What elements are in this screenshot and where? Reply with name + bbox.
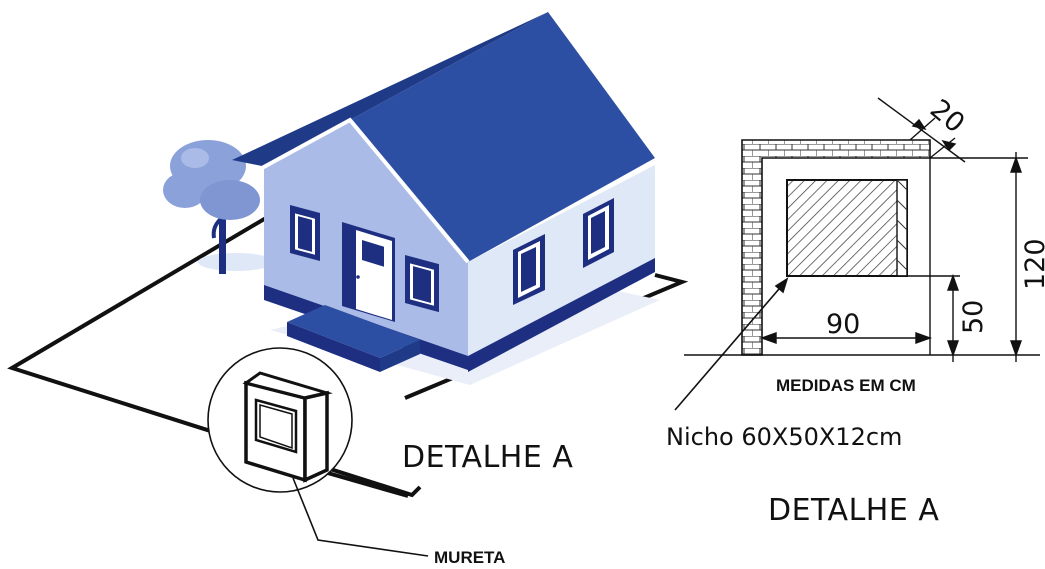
nicho-leader bbox=[674, 277, 789, 411]
dim-90-label: 90 bbox=[826, 309, 860, 340]
dim-20 bbox=[877, 97, 966, 163]
medidas-label: MEDIDAS EM CM bbox=[776, 376, 916, 395]
mureta-label: MURETA bbox=[434, 548, 506, 567]
detail-circle bbox=[207, 347, 429, 557]
dim-50-label: 50 bbox=[958, 300, 989, 334]
detail-right-label: DETALHE A bbox=[768, 493, 940, 528]
dim-120 bbox=[930, 152, 1028, 362]
tree bbox=[163, 140, 274, 274]
niche-section-drawing: 20 120 50 90 bbox=[674, 94, 1045, 411]
dim-20-label: 20 bbox=[924, 94, 970, 140]
house bbox=[232, 12, 660, 385]
dim-90 bbox=[759, 332, 933, 344]
dim-50 bbox=[787, 273, 960, 362]
detail-left-label: DETALHE A bbox=[402, 440, 574, 475]
dim-120-label: 120 bbox=[1020, 238, 1045, 290]
nicho-label: Nicho 60X50X12cm bbox=[666, 423, 903, 451]
